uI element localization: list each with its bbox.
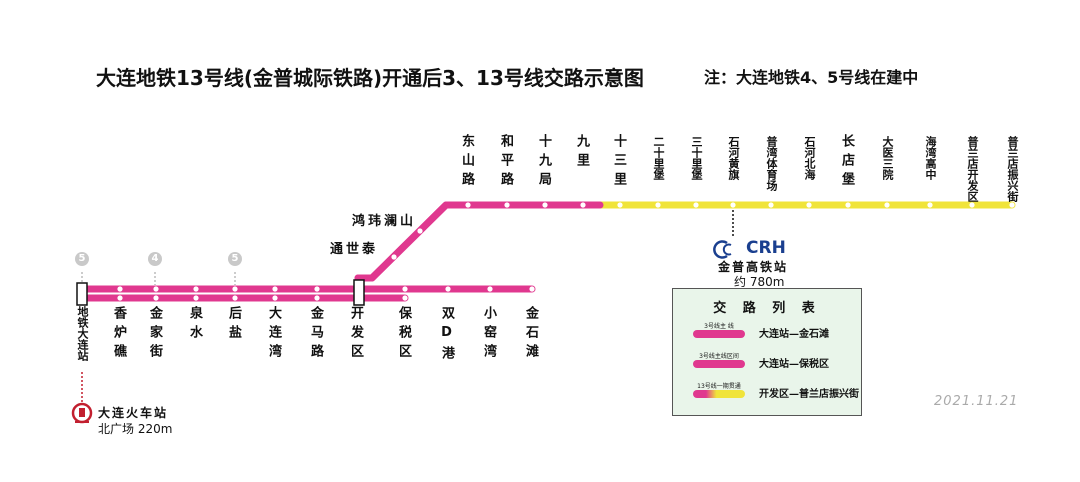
station-dot-main	[314, 286, 320, 292]
diagram-date: 2021.11.21	[934, 394, 1019, 409]
station-dot-shuttle	[117, 295, 123, 301]
rail-distance: 北广场 220m	[98, 422, 173, 436]
station-label: 金石滩	[523, 306, 538, 363]
station-dot-main	[402, 286, 408, 292]
station-dot-upper	[542, 202, 548, 208]
station-label: 普兰店振兴街	[1006, 136, 1019, 202]
station-label: 泉水	[187, 306, 202, 344]
station-label: 长店堡	[839, 134, 854, 191]
station-dot-upper	[655, 202, 661, 208]
line5-connection-icon: 5	[228, 252, 242, 266]
line4-connection-icon: 4	[148, 252, 162, 266]
station-label: 开发区	[348, 306, 363, 363]
station-label: 大连湾	[266, 306, 281, 363]
dalian-station-transfer-box	[76, 282, 88, 306]
station-dot-main	[117, 286, 123, 292]
kaifaqu-transfer-box	[353, 279, 365, 306]
station-dots	[117, 202, 1015, 301]
station-label: 金马路	[308, 306, 323, 363]
station-dot-shuttle	[314, 295, 320, 301]
station-dot-upper	[845, 202, 851, 208]
station-label: 石河黄旗	[727, 136, 740, 180]
station-dot-upper	[1009, 202, 1015, 208]
station-dot-shuttle	[272, 295, 278, 301]
station-dot-main	[487, 286, 493, 292]
station-dot-upper	[884, 202, 890, 208]
station-dot-shuttle	[193, 295, 199, 301]
station-dot-upper	[806, 202, 812, 208]
legend-swatch	[693, 360, 745, 368]
station-dot-upper	[504, 202, 510, 208]
station-dot-main	[153, 286, 159, 292]
station-dot-shuttle	[232, 295, 238, 301]
legend-item: 13号线一期贯通 开发区—普兰店振兴街	[689, 381, 859, 411]
legend-text: 大连站—金石滩	[759, 329, 829, 340]
station-label: 地铁大连站	[76, 306, 89, 361]
station-dot-diagonal	[391, 254, 397, 260]
station-label: 东山路	[459, 134, 474, 191]
station-dot-shuttle	[402, 295, 408, 301]
diagram-title: 大连地铁13号线(金普城际铁路)开通后3、13号线交路示意图	[96, 66, 644, 90]
station-label: 九里	[574, 134, 589, 172]
station-dot-main	[529, 286, 535, 292]
station-dot-main	[445, 286, 451, 292]
station-label: 十九局	[536, 134, 551, 191]
station-dot-upper	[693, 202, 699, 208]
station-label: 普湾体育场	[765, 136, 778, 191]
station-dot-diagonal	[417, 228, 423, 234]
station-dot-upper	[580, 202, 586, 208]
line13-track	[354, 201, 1016, 282]
station-dot-main	[232, 286, 238, 292]
station-dot-upper	[465, 202, 471, 208]
station-label: 鸿玮澜山	[352, 214, 417, 229]
station-label: 石河北海	[803, 136, 816, 180]
station-label: 保税区	[396, 306, 411, 363]
legend-tag: 13号线一期贯通	[697, 383, 741, 390]
crh-icon	[713, 240, 732, 259]
crh-logo-text: CRH	[746, 238, 786, 258]
legend-item: 3号线主 线 大连站—金石滩	[689, 321, 859, 351]
station-label: 后盐	[226, 306, 241, 344]
station-dot-shuttle	[153, 295, 159, 301]
construction-note: 注：大连地铁4、5号线在建中	[704, 68, 919, 87]
legend-tag: 3号线主 线	[704, 323, 734, 330]
crh-distance: 约 780m	[734, 275, 785, 289]
station-label: 十三里	[611, 134, 626, 191]
station-label: 香炉礁	[111, 306, 126, 363]
station-dot-main	[193, 286, 199, 292]
railway-icon	[71, 402, 93, 424]
legend-text: 开发区—普兰店振兴街	[759, 389, 859, 400]
line5-connection-icon: 5	[75, 252, 89, 266]
station-dot-upper	[730, 202, 736, 208]
station-label: 三十里堡	[690, 136, 703, 180]
legend-item: 3号线主线区间 大连站—保税区	[689, 351, 859, 381]
station-dot-upper	[768, 202, 774, 208]
crh-station-name: 金普高铁站	[718, 260, 789, 274]
station-label: 大医三院	[881, 136, 894, 180]
station-label: 通世泰	[330, 242, 379, 257]
legend-tag: 3号线主线区间	[699, 353, 739, 360]
legend-swatch	[693, 330, 745, 338]
route-legend: 交 路 列 表 3号线主 线 大连站—金石滩 3号线主线区间 大连站—保税区 1…	[672, 288, 862, 416]
station-label: 普兰店开发区	[966, 136, 979, 202]
line13-track-start	[354, 201, 604, 282]
station-label: 和平路	[498, 134, 513, 191]
legend-title: 交 路 列 表	[713, 301, 821, 316]
station-label: 金家街	[147, 306, 162, 363]
station-label: 海湾高中	[924, 136, 937, 180]
station-dot-upper	[927, 202, 933, 208]
station-label: 二十里堡	[652, 136, 665, 180]
rail-station-name: 大连火车站	[98, 406, 169, 420]
station-dot-upper	[617, 202, 623, 208]
legend-swatch	[693, 390, 745, 398]
station-dot-upper	[969, 202, 975, 208]
station-label: 双D港	[439, 306, 454, 365]
station-label: 小窑湾	[481, 306, 496, 363]
legend-text: 大连站—保税区	[759, 359, 829, 370]
station-dot-main	[272, 286, 278, 292]
